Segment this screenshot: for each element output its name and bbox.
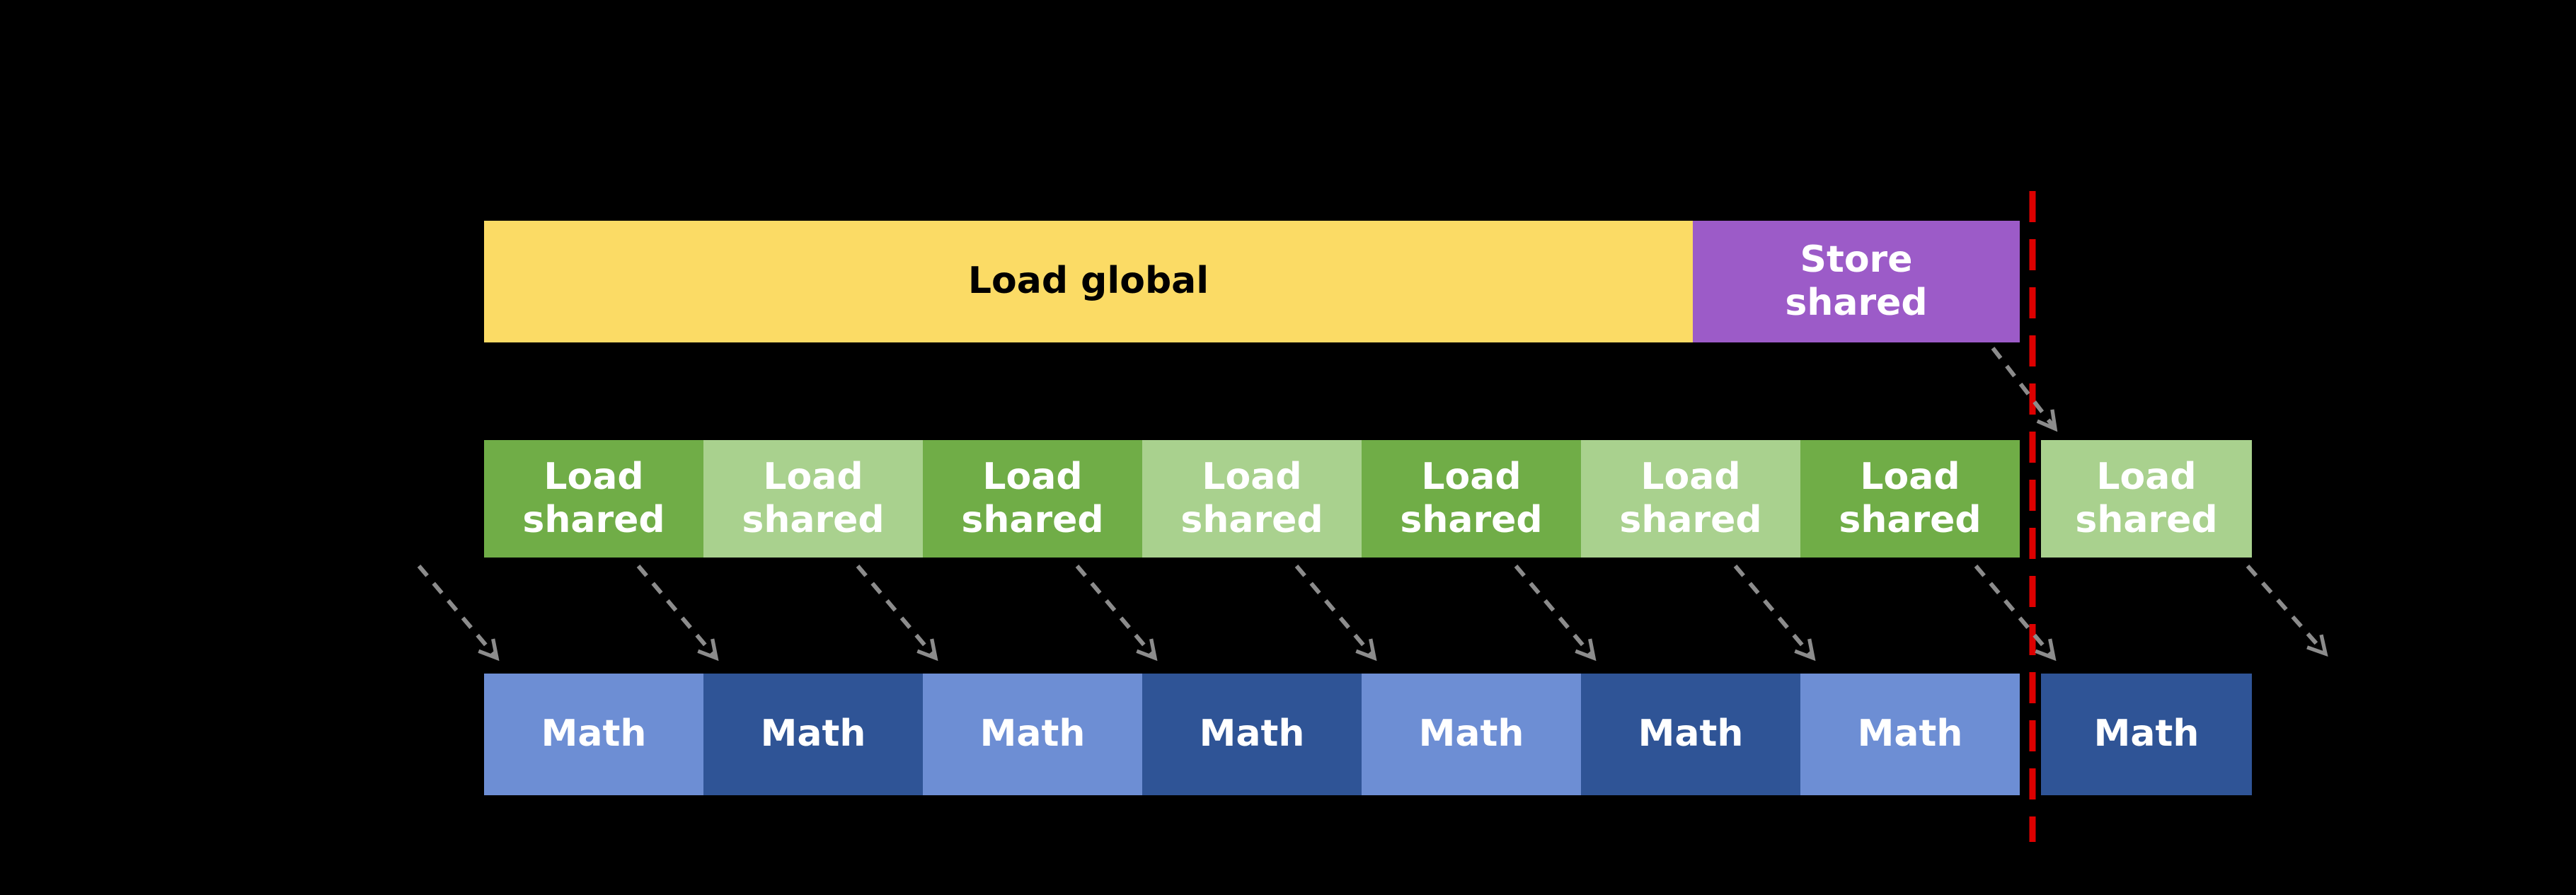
dependency-arrow (1294, 565, 1374, 658)
math-row: Math Math Math Math Math Math Math (484, 674, 2020, 795)
math-bar: Math (923, 674, 1142, 795)
math-bar: Math (1800, 674, 2020, 795)
load-shared-bar: Load shared (484, 440, 703, 558)
dependency-arrow (417, 565, 497, 658)
dependency-arrow (1075, 565, 1155, 658)
store-shared-bar: Store shared (1693, 221, 2020, 342)
load-shared-bar-next-iteration: Load shared (2041, 440, 2252, 558)
dependency-arrow (1733, 565, 1813, 658)
load-shared-row: Load shared Load shared Load shared Load… (484, 440, 2020, 558)
math-bar: Math (1362, 674, 1581, 795)
math-bar-next-iteration: Math (2041, 674, 2252, 795)
load-global-bar: Load global (484, 221, 1693, 342)
dependency-arrow (1974, 565, 2054, 658)
dependency-arrow-offscreen (2246, 565, 2325, 654)
math-bar: Math (703, 674, 923, 795)
dependency-arrow (636, 565, 716, 658)
load-shared-bar: Load shared (1142, 440, 1362, 558)
dependency-arrow (856, 565, 936, 658)
dependency-arrow (1514, 565, 1594, 658)
load-shared-bar: Load shared (923, 440, 1142, 558)
load-shared-bar: Load shared (1800, 440, 2020, 558)
math-bar: Math (1142, 674, 1362, 795)
math-bar: Math (1581, 674, 1800, 795)
load-shared-bar: Load shared (1362, 440, 1581, 558)
load-shared-bar: Load shared (703, 440, 923, 558)
dependency-arrow-store-to-load (1991, 347, 2055, 429)
load-shared-bar: Load shared (1581, 440, 1800, 558)
math-bar: Math (484, 674, 703, 795)
